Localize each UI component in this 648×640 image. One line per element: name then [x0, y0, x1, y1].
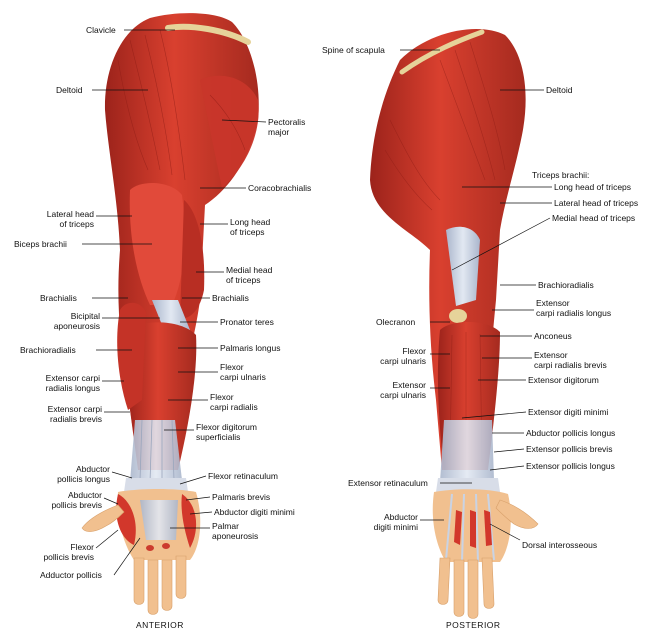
- label-flexor-pollicis-brevis: Flexor pollicis brevis: [26, 542, 94, 562]
- forearm-tendons: [130, 420, 182, 482]
- label-abductor-pollicis-longus-posterior: Abductor pollicis longus: [526, 428, 615, 438]
- label-clavicle: Clavicle: [86, 25, 116, 35]
- label-abductor-pollicis-longus-anterior: Abductor pollicis longus: [36, 464, 110, 484]
- label-palmaris-brevis: Palmaris brevis: [212, 492, 270, 502]
- posterior-finger-4: [482, 558, 494, 609]
- label-brachioradialis-anterior: Brachioradialis: [20, 345, 76, 355]
- label-ext-digitorum: Extensor digitorum: [528, 375, 599, 385]
- label-abductor-digiti-minimi-anterior: Abductor digiti minimi: [214, 507, 295, 517]
- caption-anterior: ANTERIOR: [136, 620, 184, 630]
- posterior-finger-3: [468, 560, 478, 619]
- label-ext-carpi-radialis-longus-anterior: Extensor carpi radialis longus: [24, 373, 100, 393]
- label-biceps-brachii: Biceps brachii: [14, 239, 67, 249]
- label-ext-carpi-radialis-longus-posterior: Extensor carpi radialis longus: [536, 298, 611, 318]
- label-olecranon: Olecranon: [376, 317, 415, 327]
- label-ext-carpi-ulnaris: Extensor carpi ulnaris: [360, 380, 426, 400]
- label-medial-head-triceps-posterior: Medial head of triceps: [552, 213, 635, 223]
- label-brachioradialis-posterior: Brachioradialis: [538, 280, 594, 290]
- label-ext-pollicis-longus: Extensor pollicis longus: [526, 461, 615, 471]
- label-flexor-carpi-ulnaris-posterior: Flexor carpi ulnaris: [364, 346, 426, 366]
- anterior-finger-4: [176, 556, 186, 599]
- label-medial-head-triceps-anterior: Medial head of triceps: [226, 265, 272, 285]
- label-adductor-pollicis: Adductor pollicis: [40, 570, 102, 580]
- posterior-finger-1: [438, 558, 450, 605]
- label-ext-retinaculum: Extensor retinaculum: [348, 478, 428, 488]
- label-long-head-triceps-anterior: Long head of triceps: [230, 217, 270, 237]
- label-pectoralis-major: Pectoralis major: [268, 117, 305, 137]
- label-coracobrachialis: Coracobrachialis: [248, 183, 311, 193]
- label-long-head-triceps-posterior: Long head of triceps: [554, 182, 631, 192]
- label-pronator-teres: Pronator teres: [220, 317, 274, 327]
- anterior-finger-3: [162, 560, 172, 611]
- label-palmar-aponeurosis: Palmar aponeurosis: [212, 521, 258, 541]
- palmar-aponeurosis-shape: [140, 500, 178, 540]
- label-abductor-digiti-minimi-posterior: Abductor digiti minimi: [350, 512, 418, 532]
- caption-posterior: POSTERIOR: [446, 620, 501, 630]
- label-ext-carpi-radialis-brevis-anterior: Extensor carpi radialis brevis: [26, 404, 102, 424]
- label-triceps-brachii: Triceps brachii:: [532, 170, 589, 180]
- label-deltoid-posterior: Deltoid: [546, 85, 572, 95]
- brachioradialis-shape: [117, 303, 146, 410]
- label-dorsal-interosseous: Dorsal interosseous: [522, 540, 597, 550]
- label-flexor-carpi-radialis: Flexor carpi radialis: [210, 392, 258, 412]
- label-ext-digiti-minimi: Extensor digiti minimi: [528, 407, 608, 417]
- label-brachialis-left: Brachialis: [40, 293, 77, 303]
- label-flexor-carpi-ulnaris-anterior: Flexor carpi ulnaris: [220, 362, 266, 382]
- posterior-finger-2: [454, 560, 464, 617]
- anterior-finger-2: [148, 560, 158, 615]
- label-anconeus: Anconeus: [534, 331, 572, 341]
- posterior-tendons: [440, 420, 494, 482]
- label-spine-of-scapula: Spine of scapula: [322, 45, 385, 55]
- label-palmaris-longus: Palmaris longus: [220, 343, 280, 353]
- label-deltoid-anterior: Deltoid: [56, 85, 82, 95]
- label-bicipital-aponeurosis: Bicipital aponeurosis: [20, 311, 100, 331]
- label-lateral-head-triceps-posterior: Lateral head of triceps: [554, 198, 638, 208]
- anterior-finger-1: [134, 558, 144, 605]
- label-flexor-digitorum-superficialis: Flexor digitorum superficialis: [196, 422, 257, 442]
- label-flexor-retinaculum: Flexor retinaculum: [208, 471, 278, 481]
- olecranon-shape: [449, 309, 467, 323]
- label-abductor-pollicis-brevis: Abductor pollicis brevis: [30, 490, 102, 510]
- label-ext-pollicis-brevis: Extensor pollicis brevis: [526, 444, 612, 454]
- label-ext-carpi-radialis-brevis-posterior: Extensor carpi radialis brevis: [534, 350, 607, 370]
- label-brachialis-right: Brachialis: [212, 293, 249, 303]
- label-lateral-head-triceps-anterior: Lateral head of triceps: [20, 209, 94, 229]
